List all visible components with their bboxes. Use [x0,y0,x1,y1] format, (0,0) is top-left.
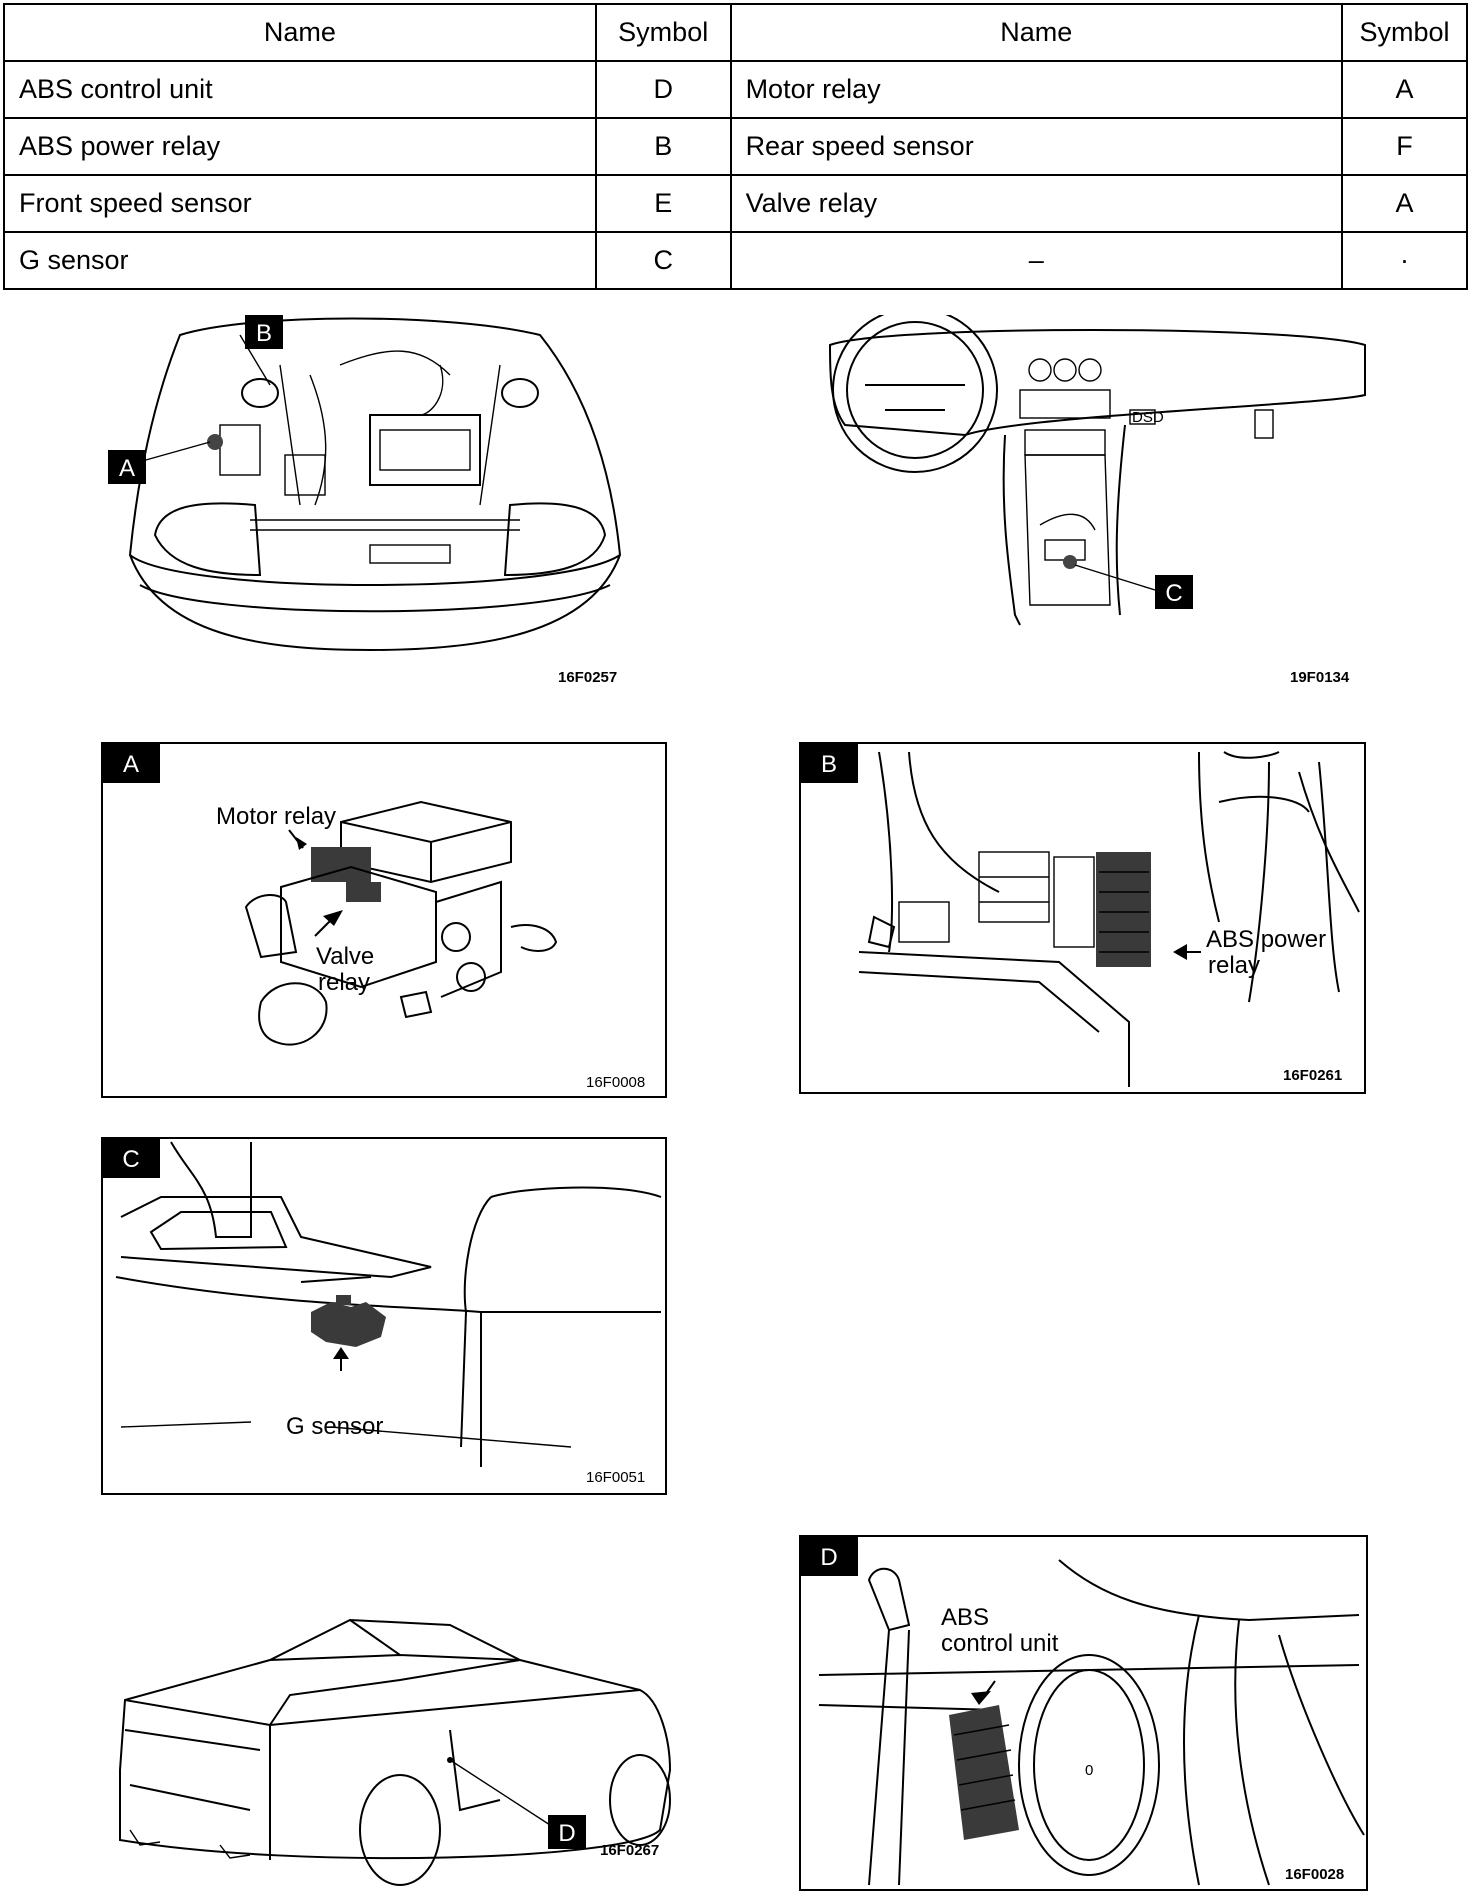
cell-name: Motor relay [729,60,1344,119]
detail-c-tag-label: C [122,1146,139,1173]
table-row: Front speed sensor E Valve relay A [3,174,1468,233]
abs-power-relay-label-2: relay [1208,952,1260,979]
cell-symbol: B [594,117,732,176]
header-name: Name [729,3,1344,62]
marker-d [548,1815,586,1849]
detail-b-panel: B ABS power relay 16F0261 [799,742,1366,1094]
table-header-row: Name Symbol Name Symbol [3,3,1468,62]
cell-symbol: F [1341,117,1468,176]
motor-relay-label: Motor relay [216,803,336,830]
g-sensor-label: G sensor [286,1413,383,1440]
cell-name: ABS control unit [3,60,597,119]
parts-location-table: Name Symbol Name Symbol ABS control unit… [3,3,1468,290]
cell-name: Front speed sensor [3,174,597,233]
detail-c-tag [102,1138,160,1178]
abs-power-relay-label-1: ABS power [1206,926,1326,953]
figure-code: 16F0051 [586,1469,645,1486]
table-row: G sensor C – · [3,231,1468,290]
figure-code: 16F0267 [600,1842,659,1859]
cell-symbol: E [594,174,732,233]
header-name: Name [3,3,597,62]
valve-label-2: relay [318,969,370,996]
cell-symbol: A [1341,60,1468,119]
detail-c-panel: C G sensor 16F0051 [101,1137,667,1495]
detail-b-tag [800,743,858,783]
engine-bay-figure: A B 16F0257 [100,305,650,685]
marker-c [1155,575,1193,609]
marker-d-label: D [558,1820,575,1847]
cell-name: Rear speed sensor [729,117,1344,176]
table-row: ABS control unit D Motor relay A [3,60,1468,119]
figure-code: 16F0257 [558,669,617,685]
marker-b [245,315,283,349]
cell-symbol: A [1341,174,1468,233]
dash-badge: DSD [1132,409,1164,426]
cell-name: ABS power relay [3,117,597,176]
header-symbol: Symbol [1341,3,1468,62]
cell-symbol: D [594,60,732,119]
abs-control-unit-label-1: ABS [941,1604,989,1631]
marker-b-label: B [256,320,272,347]
marker-c-label: C [1165,580,1182,607]
figure-code: 16F0028 [1285,1866,1344,1883]
cell-symbol: · [1341,231,1468,290]
cell-name: Valve relay [729,174,1344,233]
detail-d-panel: D 0 ABS control unit 16F0028 [799,1535,1368,1891]
table-row: ABS power relay B Rear speed sensor F [3,117,1468,176]
svg-text:0: 0 [1085,1762,1093,1779]
marker-a [108,450,146,484]
header-symbol: Symbol [594,3,732,62]
cell-name: G sensor [3,231,597,290]
figure-code: 16F0008 [586,1074,645,1091]
cell-name: – [729,231,1344,290]
detail-a-tag [102,743,160,783]
figure-code: 19F0134 [1290,669,1350,685]
dashboard-figure: DSD C 19F0134 [825,315,1370,685]
detail-a-panel: A Motor relay Valve relay 16F0008 [101,742,667,1098]
detail-d-tag [800,1536,858,1576]
figure-code: 16F0261 [1283,1067,1342,1084]
abs-control-unit-label-2: control unit [941,1630,1059,1657]
detail-d-tag-label: D [820,1544,837,1571]
car-rear-figure: D 16F0267 [100,1600,700,1890]
detail-b-tag-label: B [821,751,837,778]
marker-a-label: A [119,455,135,482]
detail-a-tag-label: A [123,751,139,778]
valve-label-1: Valve [316,943,374,970]
cell-symbol: C [594,231,732,290]
